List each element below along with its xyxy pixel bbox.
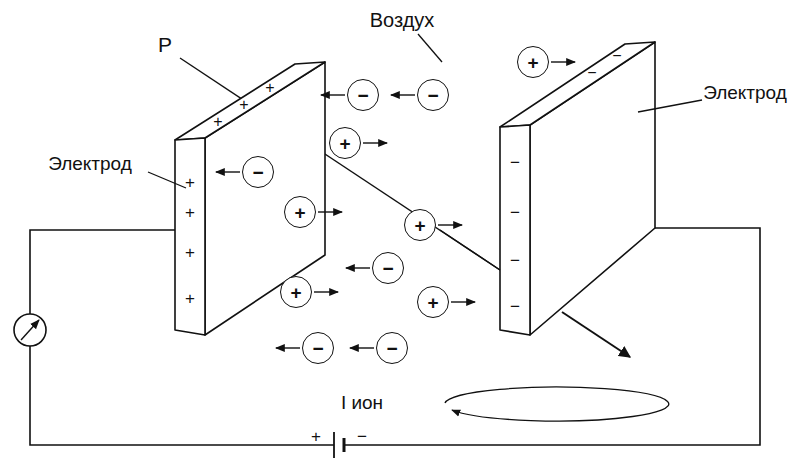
charge-sign: − [510,204,520,221]
ion-circle: + [404,209,436,241]
motion-arrow [391,94,415,95]
ion-charge: + [294,203,305,222]
charge-sign: − [612,48,621,64]
ion-charge: + [427,293,438,312]
motion-arrow [451,301,475,302]
plane-line [440,230,500,270]
ion-circle: − [347,79,379,111]
ion-charge: + [290,283,301,302]
circuit-wire [30,228,760,445]
electrode-label: Электрод [703,83,787,102]
ion-charge: + [414,216,425,235]
ion-circle: + [329,127,361,159]
ion-charge: + [527,53,538,72]
motion-arrow [551,61,575,62]
ion-charge: − [252,163,263,182]
galvanometer-symbol [14,314,46,346]
ion-charge: − [312,339,323,358]
ion-circle: + [417,286,449,318]
motion-arrow [276,347,300,348]
ion-charge: − [382,259,393,278]
current-label: I ион [341,393,383,412]
charge-sign: − [587,65,596,81]
ion-circle: − [242,156,274,188]
charge-sign: + [265,80,274,96]
motion-arrow [346,267,370,268]
motion-arrow [350,347,374,348]
motion-arrow [318,211,342,212]
charge-sign: − [510,252,520,269]
charge-sign: + [185,244,195,261]
charge-sign: + [213,114,222,130]
battery-polarity: − [357,428,367,445]
ion-circle: − [302,332,334,364]
left-electrode [175,62,325,335]
motion-arrow [314,291,338,292]
ion-charge: + [339,134,350,153]
motion-arrow [363,142,387,143]
charge-sign: + [185,204,195,221]
charge-sign: + [185,290,195,307]
leader-line [148,34,702,188]
ion-charge: − [386,339,397,358]
charge-sign: − [510,154,520,171]
normal-arrow [562,312,630,357]
charge-sign: − [510,298,520,315]
ion-charge: − [427,86,438,105]
ion-circle: + [280,276,312,308]
current-loop [445,387,669,421]
electrode-label: Электрод [48,154,132,173]
motion-arrow [438,224,462,225]
ion-circle: + [517,46,549,78]
battery-polarity: + [311,428,321,445]
right-electrode [500,42,655,335]
charge-sign: + [239,97,248,113]
ion-circle: − [372,252,404,284]
ion-circle: − [417,79,449,111]
motion-arrow [216,171,240,172]
motion-arrow [321,94,345,95]
ion-charge: − [357,86,368,105]
charge-sign: + [185,174,195,191]
ion-circle: + [284,196,316,228]
battery-symbol [334,432,344,458]
medium-label: Воздух [370,10,435,30]
plane-label: Р [158,34,172,55]
ion-circle: − [376,332,408,364]
